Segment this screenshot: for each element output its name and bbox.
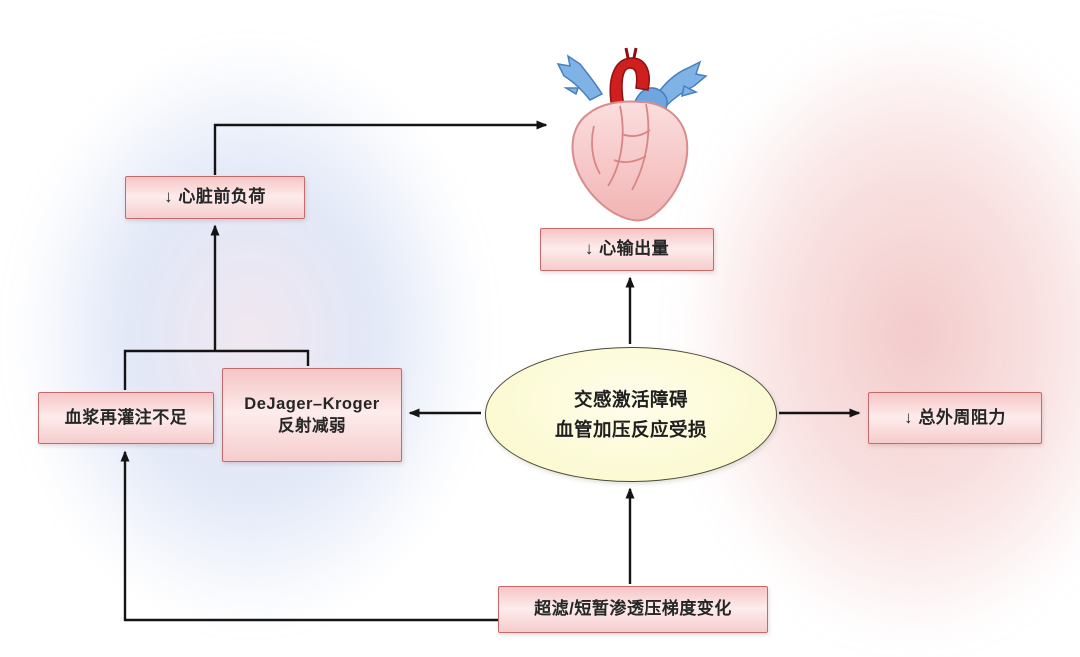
node-preload: ↓ 心脏前负荷 [125, 176, 305, 219]
node-center-line1: 交感激活障碍 [573, 388, 688, 410]
heart-icon [556, 47, 708, 222]
arrow-ultrafiltration-to-plasma [120, 450, 498, 622]
node-cardiac-output: ↓ 心输出量 [540, 228, 714, 271]
node-ultrafiltration-label: 超滤/短暂渗透压梯度变化 [534, 599, 732, 619]
node-center-ellipse: 交感激活障碍 血管加压反应受损 [485, 347, 777, 482]
node-dejager-line2: 反射减弱 [278, 417, 346, 435]
node-dejager-reflex: DeJager–Kroger 反射减弱 [222, 368, 402, 462]
node-dejager-line1: DeJager–Kroger [244, 394, 380, 413]
node-cardiac-output-label: ↓ 心输出量 [584, 239, 670, 259]
coronary-vessels [591, 103, 651, 191]
pulmonary-vessels-left [556, 54, 604, 101]
node-peripheral-resistance-label: ↓ 总外周阻力 [904, 407, 1006, 427]
node-peripheral-resistance: ↓ 总外周阻力 [868, 392, 1042, 444]
node-center-line2: 血管加压反应受损 [554, 418, 707, 440]
node-ultrafiltration: 超滤/短暂渗透压梯度变化 [498, 586, 768, 633]
pulmonary-vessels-right [655, 60, 708, 108]
aorta [609, 57, 650, 109]
node-plasma-refill: 血浆再灌注不足 [38, 392, 214, 444]
node-plasma-refill-label: 血浆再灌注不足 [64, 407, 188, 427]
arrow-preload-to-heart [213, 120, 548, 175]
connector-lower-boxes [123, 349, 310, 390]
aorta-branches [624, 47, 638, 59]
heart-body [571, 100, 689, 222]
node-preload-label: ↓ 心脏前负荷 [164, 187, 266, 207]
